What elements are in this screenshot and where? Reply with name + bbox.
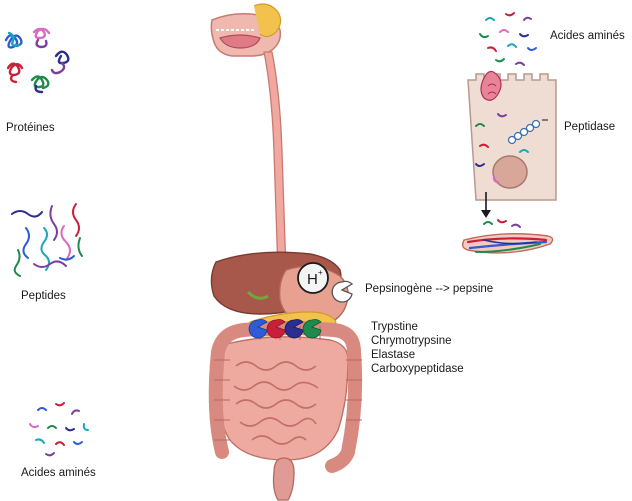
nucleus	[492, 155, 528, 189]
enzyme-label-trypsin: Trypstine	[371, 321, 418, 333]
enzyme-label-elastase: Elastase	[371, 349, 416, 361]
amino-acids-top-label: Acides aminés	[550, 30, 625, 42]
pancreatic-enzymes-row	[248, 319, 322, 339]
h-plus-superscript: +	[318, 268, 323, 277]
peptidase-enzyme	[507, 119, 548, 145]
enterocyte-cell	[467, 70, 557, 201]
proteins-label: Protéines	[6, 122, 55, 134]
enzyme-label-chymotrypsin: Chrymotrypsine	[371, 335, 452, 347]
proteins-illustration	[4, 27, 70, 94]
peptides-illustration	[11, 203, 83, 277]
rectum	[272, 457, 295, 501]
absorption-arrow	[481, 192, 491, 218]
large-intestine	[208, 321, 363, 473]
oesophagus	[263, 51, 287, 273]
enzyme-label-carboxypeptidase: Carboxypeptidase	[371, 363, 464, 375]
pepsinogen-label: Pepsinogène --> pepsine	[365, 283, 494, 295]
peptidase-label: Peptidase	[564, 121, 616, 133]
mouth-illustration	[210, 3, 282, 57]
enzyme-red	[266, 319, 286, 339]
enzyme-blue	[248, 319, 268, 339]
amino-acids-bottom-illustration	[29, 402, 89, 457]
enzyme-green	[302, 319, 322, 339]
pancreatic-enzymes-list: Trypstine Chrymotrypsine Elastase Carbox…	[371, 320, 464, 376]
blood-capillary	[461, 233, 554, 254]
small-intestine	[218, 336, 349, 461]
amino-acids-bottom-label: Acides aminés	[21, 467, 96, 479]
enzyme-navy	[284, 319, 304, 339]
hydrogen-ion-badge: H +	[297, 262, 329, 294]
absorbed-amino-acids	[483, 219, 521, 228]
pepsin-enzyme	[331, 280, 354, 303]
intestine-folds	[233, 361, 319, 445]
amino-acids-top-illustration	[479, 12, 537, 66]
peptides-label: Peptides	[21, 290, 66, 302]
h-plus-label: H	[307, 271, 318, 288]
